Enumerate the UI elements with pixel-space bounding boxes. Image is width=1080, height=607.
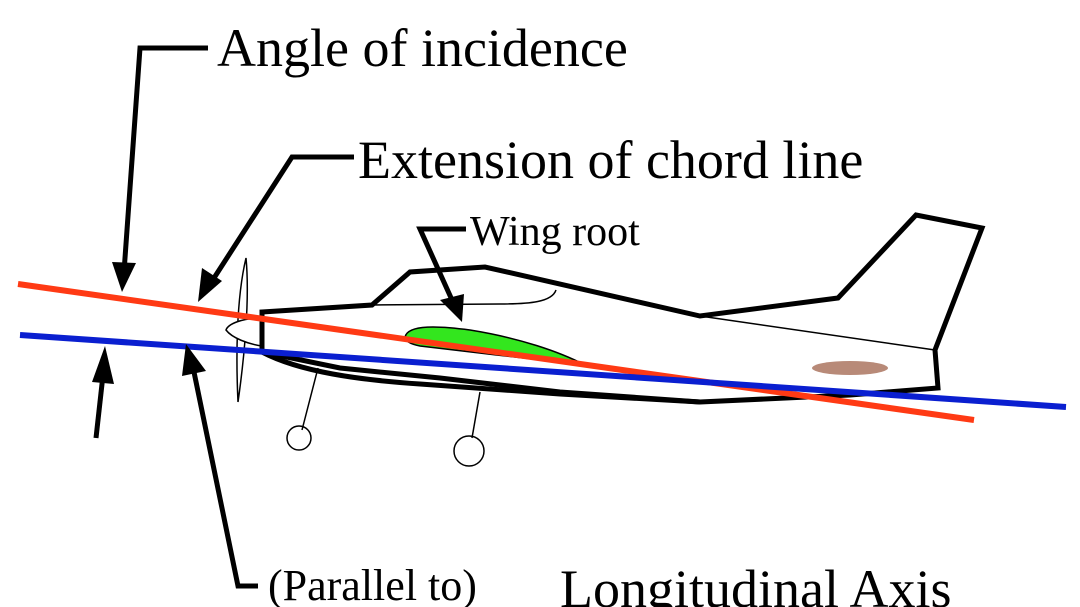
rear-gear-wheel: [453, 435, 485, 467]
stabilizer-line: [699, 315, 936, 351]
angle-of-incidence-label: Angle of incidence: [217, 18, 628, 78]
longitudinal-axis-line: [19, 332, 1067, 410]
propeller-blade: [236, 257, 249, 403]
extension-of-chord-line-label: Extension of chord line: [358, 130, 863, 190]
chord-line-arrowhead: [198, 268, 222, 302]
angle-lower-arrow-shaft: [93, 374, 106, 439]
chord-line-extension: [17, 281, 975, 423]
longitudinal-axis-leader: [191, 371, 258, 589]
main-gear-wheel: [286, 425, 312, 451]
parallel-to-label: (Parallel to): [268, 561, 477, 607]
fuselage-belly-line: [260, 349, 701, 405]
wing-root-leader: [416, 226, 466, 302]
rear-gear-strut: [471, 391, 481, 439]
angle-of-incidence-arrowhead: [112, 262, 136, 292]
main-gear-strut: [301, 367, 319, 431]
spinner: [225, 317, 263, 347]
longitudinal-axis-label: Longitudinal Axis: [560, 559, 952, 607]
canopy: [371, 289, 557, 306]
wing-root-label: Wing root: [470, 209, 640, 255]
angle-of-incidence-leader: [121, 45, 208, 273]
longitudinal-axis-arrowhead: [182, 344, 206, 376]
wing-root-arrowhead: [440, 294, 464, 322]
fuselage-decal: [812, 361, 888, 375]
chord-line-leader: [211, 154, 354, 280]
angle-lower-arrowhead: [92, 346, 114, 384]
